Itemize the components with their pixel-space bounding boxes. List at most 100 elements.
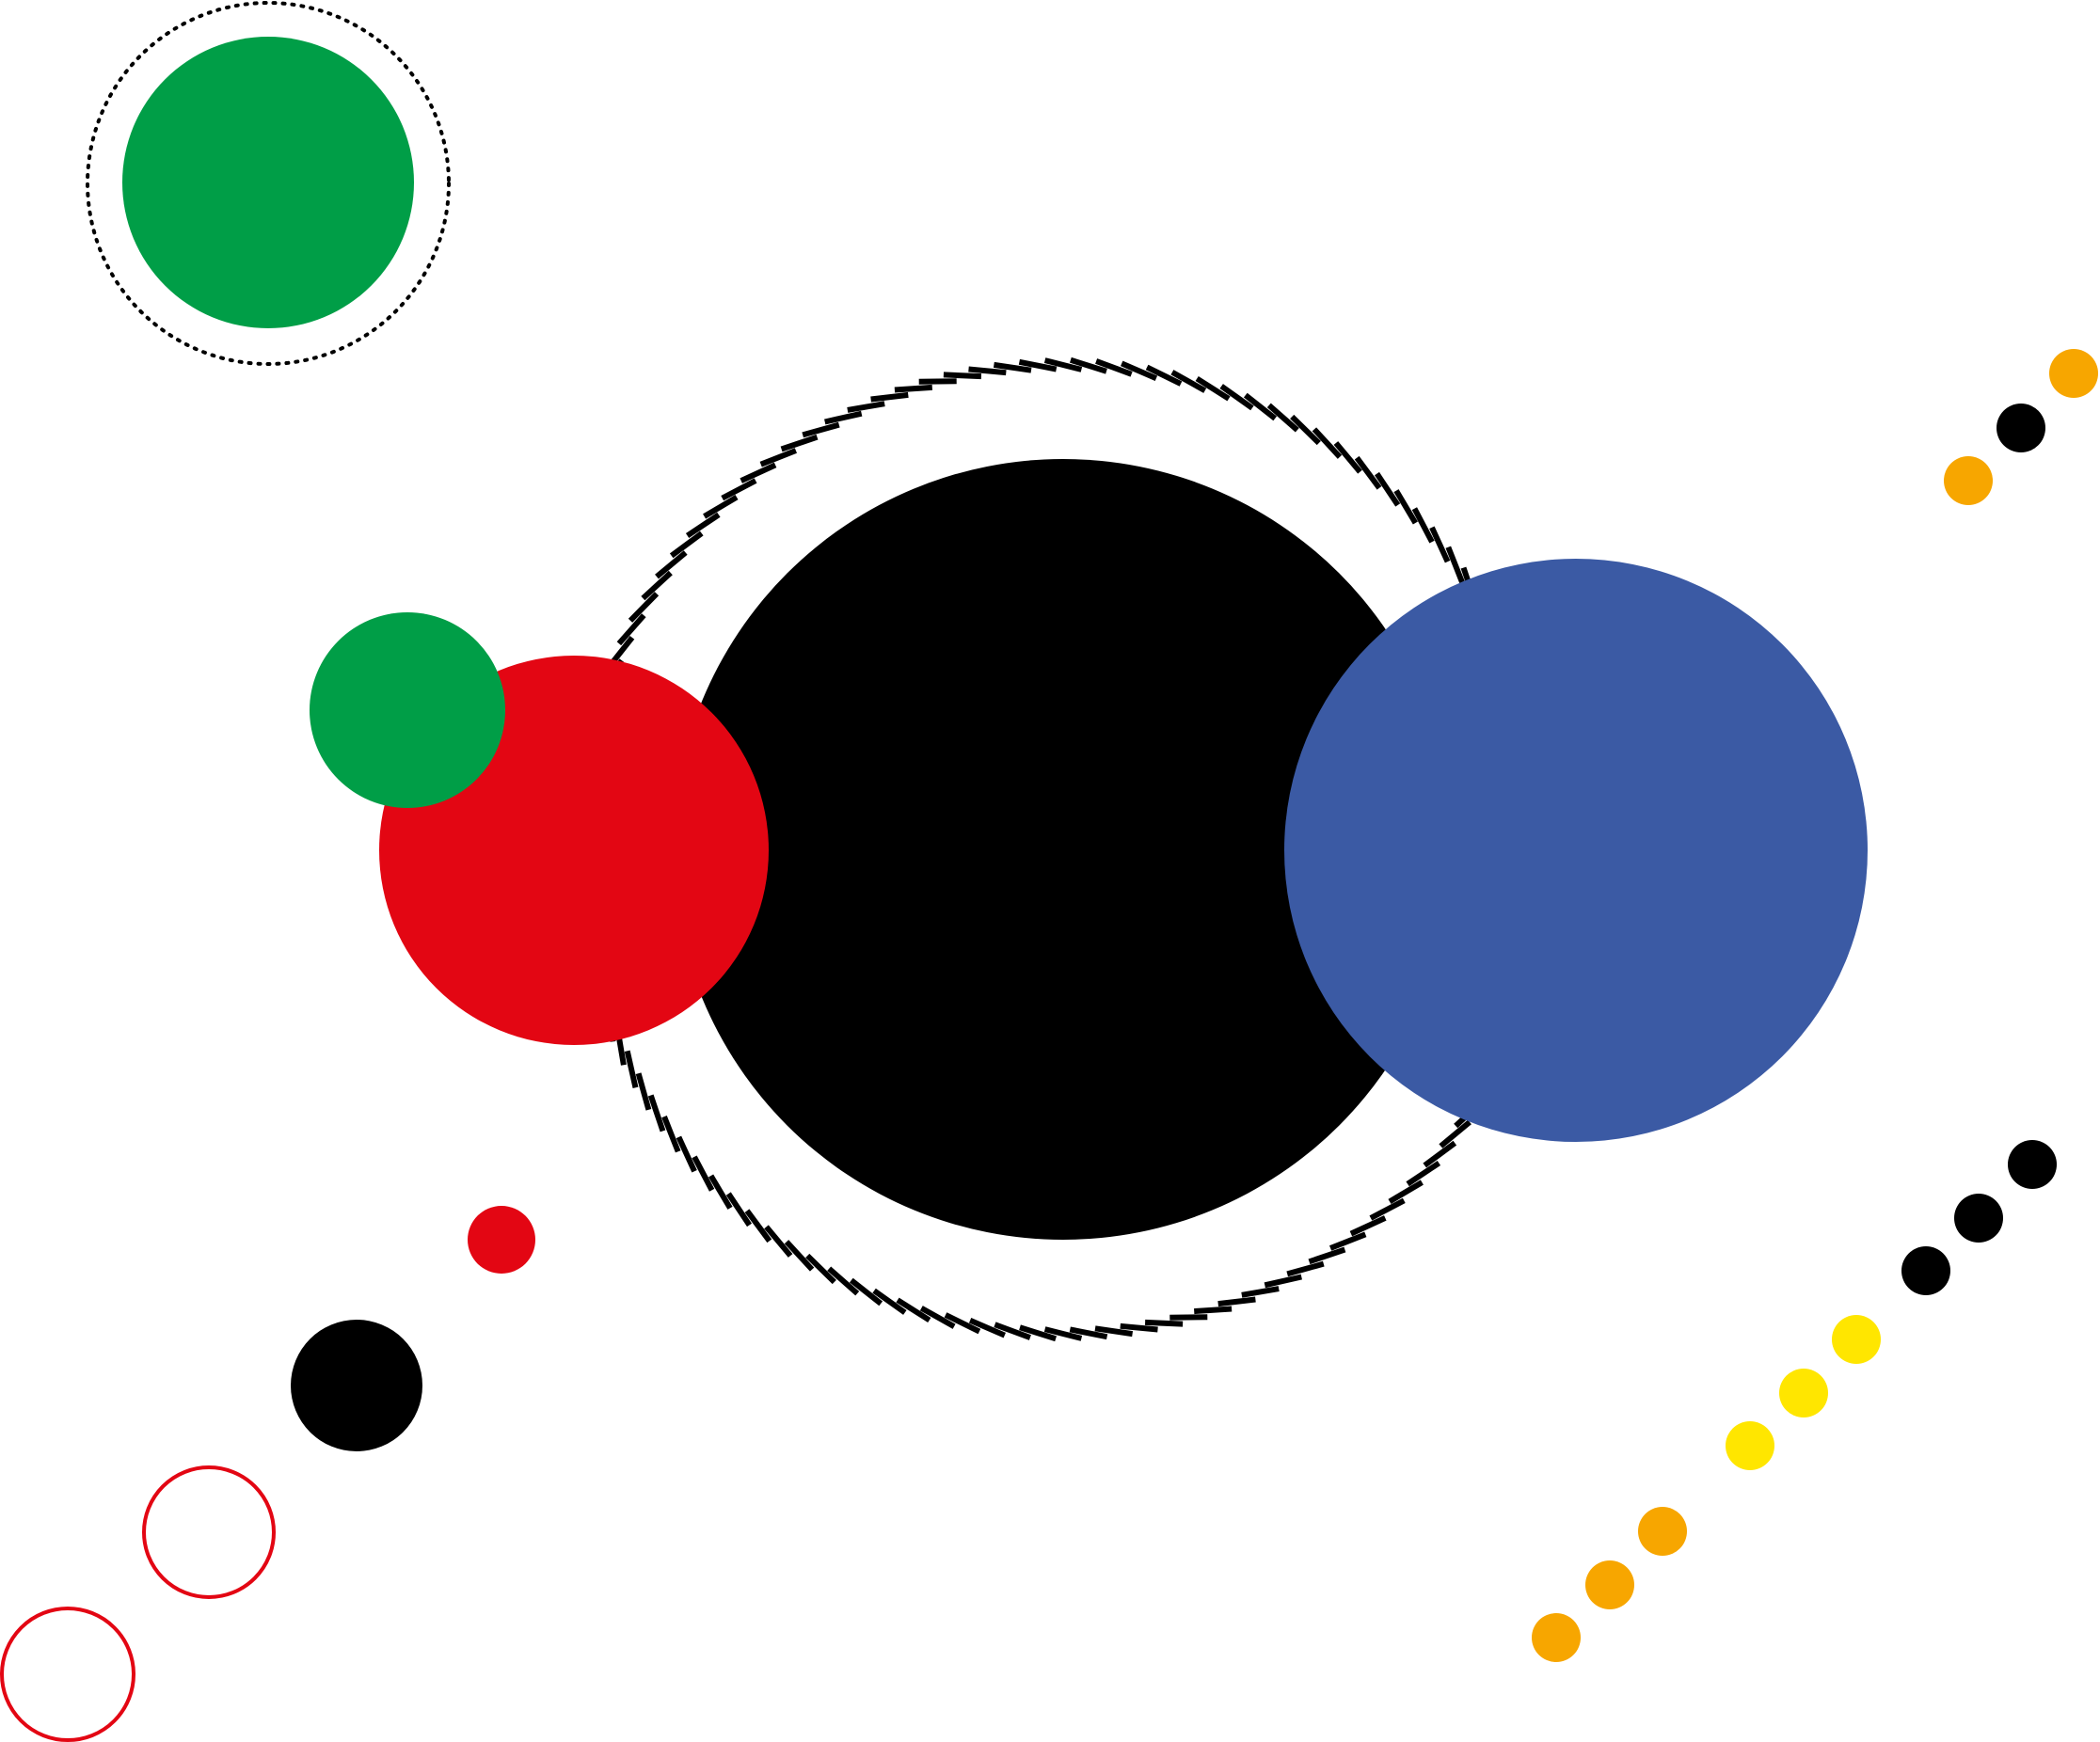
hatch-tick <box>780 434 819 452</box>
hatch-tick <box>740 462 777 483</box>
hatch-tick <box>1375 471 1401 507</box>
hatch-tick <box>647 1094 666 1132</box>
hatch-tick <box>676 1135 697 1173</box>
hatch-tick <box>1217 1296 1256 1307</box>
hatch-tick <box>1286 1260 1325 1277</box>
hatch-tick <box>968 1317 1006 1338</box>
yellow-dot <box>1779 1369 1828 1417</box>
green-circle-small <box>310 612 505 808</box>
hatch-tick <box>685 512 721 538</box>
hatch-tick <box>1219 384 1254 411</box>
hatch-tick <box>1169 1314 1208 1321</box>
blue-circle <box>1284 559 1868 1142</box>
hatch-tick <box>1445 546 1465 584</box>
hatch-tick <box>721 478 757 501</box>
hatch-tick <box>1423 1140 1457 1168</box>
hatch-tick <box>692 1155 715 1192</box>
hatch-tick <box>1145 364 1183 387</box>
hatch-tick <box>872 1288 907 1315</box>
orange-dot <box>1944 456 1993 505</box>
hatch-tick <box>1388 1180 1424 1204</box>
hatch-tick <box>1120 1322 1158 1333</box>
black-dot <box>1954 1194 2003 1243</box>
hatch-tick <box>1194 1306 1233 1315</box>
hatch-tick <box>1290 414 1321 446</box>
yellow-dot <box>1726 1421 1774 1470</box>
hatch-tick <box>1019 1324 1057 1342</box>
red-outline-circle <box>142 1465 276 1599</box>
hatch-tick <box>1121 360 1158 382</box>
hatch-tick <box>628 592 660 623</box>
hatch-tick <box>968 366 1007 376</box>
hatch-tick <box>1406 1161 1441 1187</box>
hatch-tick <box>1043 1326 1083 1341</box>
hatch-tick <box>1312 427 1343 459</box>
hatch-tick <box>655 550 688 579</box>
hatch-tick <box>1144 1319 1184 1327</box>
hatch-tick <box>1094 1325 1134 1338</box>
black-dot-medium <box>291 1320 422 1451</box>
black-dot <box>2008 1140 2057 1189</box>
hatch-tick <box>1333 441 1362 474</box>
hatch-tick <box>624 1050 639 1088</box>
hatch-tick <box>1243 392 1278 421</box>
hatch-tick <box>894 384 932 393</box>
red-dot-small <box>468 1206 535 1274</box>
hatch-tick <box>1070 356 1107 374</box>
hatch-tick <box>1170 370 1207 393</box>
hatch-tick <box>1095 358 1133 377</box>
hatch-tick <box>764 1225 793 1258</box>
hatch-tick <box>849 1277 883 1306</box>
hatch-tick <box>616 613 646 646</box>
black-circle-center <box>673 459 1454 1240</box>
hatch-tick <box>847 401 885 413</box>
hatch-tick <box>1266 403 1299 433</box>
orange-dot <box>1532 1613 1581 1662</box>
orange-dot <box>1585 1560 1634 1609</box>
hatch-tick <box>708 1174 733 1210</box>
black-dot <box>1997 404 2045 452</box>
hatch-tick <box>703 495 739 519</box>
hatch-tick <box>943 372 982 380</box>
hatch-tick <box>744 1209 772 1243</box>
orange-dot <box>1638 1507 1687 1556</box>
hatch-tick <box>919 1306 956 1329</box>
orange-dot <box>2049 349 2098 398</box>
black-dot <box>1901 1246 1950 1295</box>
hatch-tick <box>1439 1119 1472 1148</box>
hatch-tick <box>661 1115 681 1153</box>
hatch-tick <box>870 391 909 403</box>
hatch-tick <box>669 531 704 559</box>
hatch-tick <box>1264 1274 1302 1289</box>
hatch-tick <box>1354 455 1382 490</box>
hatch-tick <box>944 1312 981 1335</box>
hatch-tick <box>827 1266 860 1296</box>
hatch-tick <box>1349 1215 1387 1237</box>
hatch-tick <box>1069 1326 1108 1340</box>
hatch-tick <box>896 1297 931 1323</box>
yellow-dot <box>1832 1315 1881 1364</box>
hatch-tick <box>1018 358 1058 372</box>
green-circle-dotted-ring <box>86 1 451 366</box>
hatch-tick <box>1043 357 1083 372</box>
hatch-tick <box>641 570 673 601</box>
hatch-tick <box>805 1253 836 1285</box>
hatch-tick <box>1369 1197 1406 1221</box>
hatch-tick <box>993 361 1032 373</box>
hatch-tick <box>1308 1246 1346 1265</box>
hatch-tick <box>1411 507 1435 544</box>
hatch-tick <box>1429 526 1451 563</box>
hatch-tick <box>1241 1286 1280 1298</box>
hatch-tick <box>725 1192 752 1227</box>
hatch-tick <box>802 421 840 438</box>
hatch-tick <box>918 378 957 385</box>
hatch-tick <box>824 410 863 425</box>
hatch-tick <box>1328 1231 1367 1251</box>
hatch-tick <box>1393 489 1418 525</box>
red-outline-circle-corner <box>0 1607 135 1742</box>
hatch-tick <box>635 1072 652 1111</box>
hatch-tick <box>1195 375 1231 402</box>
hatch-tick <box>759 448 798 467</box>
hatch-tick <box>784 1240 815 1272</box>
